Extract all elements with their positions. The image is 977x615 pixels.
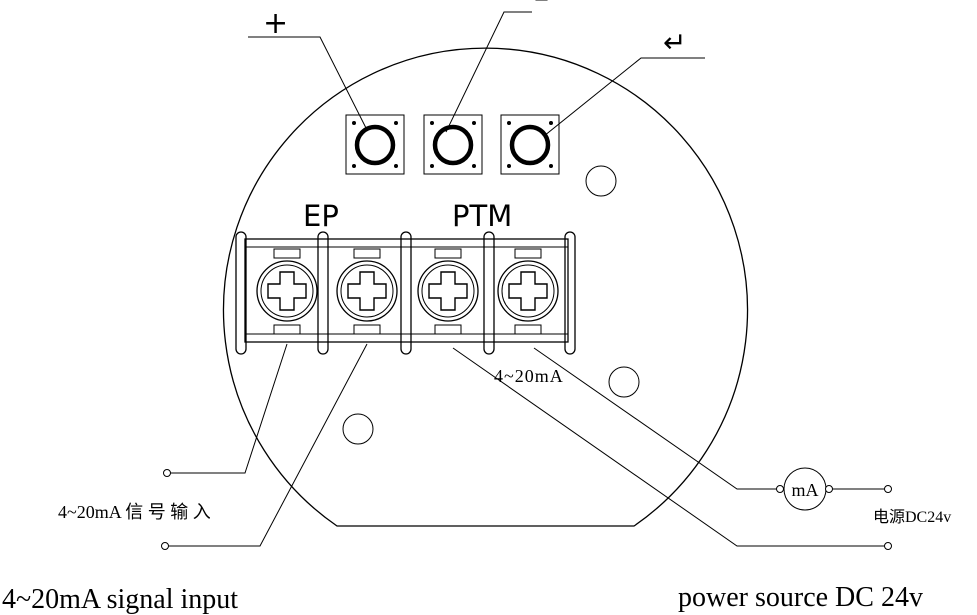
minus-button[interactable] bbox=[423, 114, 483, 175]
signal-terminal-2 bbox=[161, 542, 169, 550]
enter-leader-line bbox=[543, 57, 705, 137]
terminal-block bbox=[235, 231, 576, 355]
plus-symbol: + bbox=[263, 6, 288, 41]
power-source-label-en: power source DC 24v bbox=[678, 582, 923, 613]
mounting-hole bbox=[608, 366, 640, 398]
signal-input-label-cn: 4~20mA 信 号 输 入 bbox=[58, 502, 211, 522]
signal-input-label-en: 4~20mA signal input bbox=[2, 584, 238, 615]
terminal-screw bbox=[417, 248, 479, 335]
terminal-screw bbox=[336, 248, 398, 335]
terminal-screw bbox=[256, 248, 318, 335]
wire-power-negative bbox=[452, 347, 886, 547]
mounting-hole bbox=[585, 165, 617, 197]
enter-symbol: ↵ bbox=[663, 26, 686, 59]
enter-button[interactable] bbox=[500, 114, 560, 175]
wire-signal-1 bbox=[170, 343, 288, 474]
ptm-label: PTM bbox=[452, 199, 512, 233]
terminal-screw bbox=[497, 248, 559, 335]
power-terminal-positive bbox=[884, 485, 892, 493]
ep-label: EP bbox=[303, 199, 339, 233]
loop-current-label: 4~20mA bbox=[494, 366, 564, 386]
wire-meter-loop bbox=[533, 347, 780, 490]
power-source-label-cn: 电源DC24v bbox=[873, 508, 951, 526]
minus-leader-line bbox=[445, 11, 532, 133]
plus-leader-line bbox=[248, 36, 367, 129]
plus-button[interactable] bbox=[345, 114, 405, 175]
minus-symbol: – bbox=[534, 0, 549, 16]
housing-outline bbox=[222, 47, 749, 527]
signal-terminal-1 bbox=[163, 469, 171, 477]
mounting-hole bbox=[342, 413, 374, 445]
wire-signal-2 bbox=[168, 343, 368, 547]
power-terminal-negative bbox=[884, 542, 892, 550]
meter-label: mA bbox=[792, 480, 819, 500]
